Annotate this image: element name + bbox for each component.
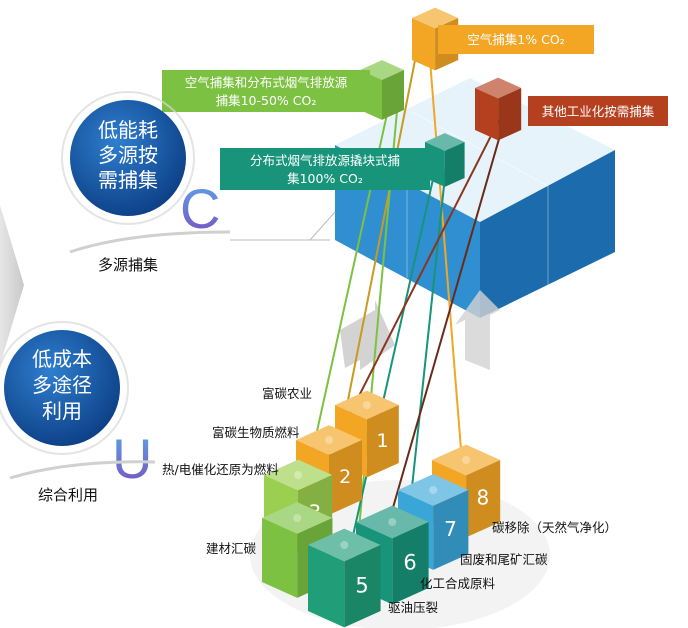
source-label-air-flue-1: 空气捕集和分布式烟气排放源 [185,75,348,90]
capture-letter-c: C [180,177,220,240]
capture-circle: 低能耗 多源按 需捕集 [61,91,195,225]
source-label-skid-1: 分布式烟气排放源撬块式捕 [250,153,400,168]
utilization-cube-2-number: 2 [339,466,351,488]
cube-label-1: 富碳农业 [262,386,312,401]
utilization-cube-8-number: 8 [476,486,489,510]
utilization-caption: 综合利用 [38,486,98,504]
utilization-cube-7-connector-dot [429,486,438,494]
cube-label-8: 碳移除（天然气净化） [492,520,617,535]
source-label-industrial: 其他工业化按需捕集 [542,104,655,119]
source-banner-industrial: 其他工业化按需捕集 [528,96,668,126]
source-cubes [360,7,522,187]
cube-label-2: 富碳生物质燃料 [212,425,300,440]
utilization-cube-5: 5 [308,528,381,628]
utilization-cube-8-connector-dot [462,456,471,464]
utilization-letter-u: U [112,427,152,490]
capture-circle-line-1: 低能耗 [98,118,158,142]
capture-circle-line-2: 多源按 [98,143,158,167]
utilization-cube-2-connector-dot [325,436,333,444]
utilization-circle-line-3: 利用 [42,399,82,423]
source-label-air: 空气捕集1% CO₂ [467,32,564,47]
utilization-cube-6-connector-dot [388,518,397,526]
utilization-cube-6-number: 6 [403,551,416,575]
utilization-cube-1-number: 1 [377,430,389,452]
cube-label-4: 建材汇碳 [206,541,257,556]
source-cube-4 [475,77,522,141]
utilization-cube-1: 1 [335,390,399,478]
utilization-circle-line-2: 多途径 [32,373,92,397]
capture-circle-line-3: 需捕集 [98,168,158,192]
utilization-cube-7-number: 7 [444,517,457,541]
utilization-cube-4-connector-dot [293,514,302,522]
utilization-caption-swoosh [9,460,156,480]
capture-caption-swoosh [69,230,231,254]
source-cube-3 [425,133,465,187]
utilization-cube-5-number: 5 [355,574,368,598]
utilization-cube-1-connector-dot [362,401,371,409]
flow-arrows [340,290,500,370]
utilization-cube-5-connector-dot [340,541,349,549]
utilization-circle: 低成本 多途径 利用 [0,321,129,455]
source-label-skid-2: 集100% CO₂ [287,171,363,186]
utilization-cubes: 12387465 [262,390,501,628]
cube-label-5: 驱油压裂 [388,600,438,615]
cube-label-6: 化工合成原料 [420,576,496,591]
left-chevron-shape [0,205,24,365]
source-banner-air: 空气捕集1% CO₂ [438,25,594,54]
utilization-circle-line-1: 低成本 [32,347,92,371]
capture-caption: 多源捕集 [98,256,158,274]
source-label-air-flue-2: 捕集10-50% CO₂ [216,93,317,108]
cube-label-3: 热/电催化还原为燃料 [162,462,279,477]
source-banner-skid: 分布式烟气排放源撬块式捕 集100% CO₂ [220,148,430,190]
cube-label-7: 固废和尾矿汇碳 [460,552,548,567]
utilization-cube-3-connector-dot [294,471,303,479]
source-banner-air-flue: 空气捕集和分布式烟气排放源 捕集10-50% CO₂ [162,70,370,112]
